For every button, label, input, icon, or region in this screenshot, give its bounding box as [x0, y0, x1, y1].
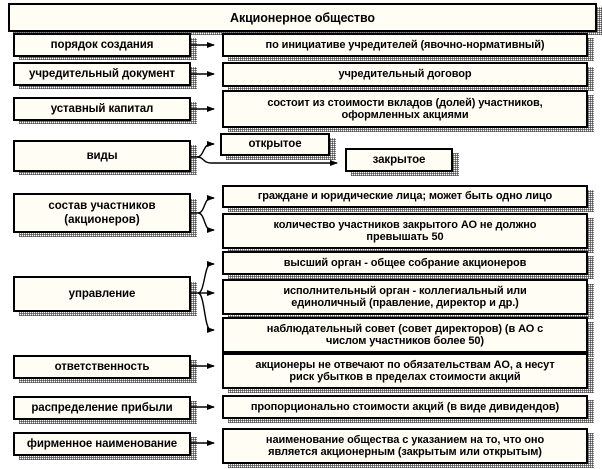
- label-box-uchreditelnyi-dokument[interactable]: учредительный документ: [13, 62, 191, 86]
- connector-5-a: [197, 195, 215, 214]
- desc-text-line2: является акционерным (закрытым или откры…: [268, 446, 542, 458]
- label-box-sostav-uchastnikov[interactable]: [13, 193, 191, 233]
- desc-box-nablyudatelnyi-sovet[interactable]: наблюдательный совет (совет директоров) …: [222, 317, 588, 353]
- desc-text: граждане и юридические лица; может быть …: [257, 190, 553, 203]
- desc-text: закрытое: [372, 153, 426, 166]
- desc-box-poryadok-sozdaniya[interactable]: по инициативе учредителей (явочно-нормат…: [222, 33, 588, 57]
- desc-text-line1: акционеры не отвечают по обязательствам …: [255, 358, 555, 371]
- connector-6-c: [197, 292, 215, 333]
- desc-box-otvetstvennost[interactable]: акционеры не отвечают по обязательствам …: [222, 353, 588, 389]
- desc-text: открытое: [248, 138, 302, 151]
- label-text: порядок создания: [50, 38, 154, 51]
- desc-box-zakrytoe[interactable]: закрытое: [345, 148, 453, 172]
- desc-box-raspredelenie-pribyli[interactable]: пропорционально стоимости акций (в виде …: [222, 395, 588, 419]
- connector-6-a: [197, 261, 215, 294]
- desc-text: учредительный договор: [338, 68, 472, 81]
- label-box-ustavnyi-kapital[interactable]: уставный капитал: [13, 97, 191, 121]
- desc-text-line2: числом участников более 50): [326, 335, 484, 347]
- diagram-title-box: Акционерное общество: [8, 3, 597, 32]
- label-text: учредительный документ: [29, 67, 175, 80]
- label-text: уставный капитал: [50, 102, 154, 115]
- desc-text-line1: исполнительный орган - коллегиальный или: [283, 284, 527, 297]
- desc-box-kolichestvo-uchastnikov[interactable]: количество участников закрытого АО не до…: [222, 213, 588, 249]
- diagram-title: Акционерное общество: [230, 10, 375, 25]
- connector-4-open: [196, 141, 215, 158]
- desc-text-line2: превышать 50: [366, 231, 444, 243]
- desc-text-line2: единоличный (правление, директор и др.): [291, 297, 519, 309]
- desc-text: пропорционально стоимости акций (в виде …: [250, 400, 560, 413]
- label-text: распределение прибыли: [31, 401, 173, 414]
- label-box-raspredelenie-pribyli[interactable]: распределение прибыли: [13, 396, 191, 420]
- label-text: виды: [86, 149, 118, 162]
- label-text: ответственность: [54, 360, 150, 373]
- desc-text-line2: оформленных акциями: [341, 109, 469, 121]
- desc-text: высший орган - общее собрание акционеров: [283, 256, 527, 269]
- desc-box-otkrytoe[interactable]: открытое: [220, 133, 330, 156]
- desc-text-line1: количество участников закрытого АО не до…: [273, 218, 537, 231]
- desc-text-line1: наблюдательный совет (совет директоров) …: [266, 322, 544, 335]
- desc-box-grazhdane-i-yuridicheskie-lica[interactable]: граждане и юридические лица; может быть …: [222, 185, 588, 208]
- desc-box-vysshii-organ[interactable]: высший орган - общее собрание акционеров: [222, 251, 588, 275]
- connector-5-b: [197, 212, 215, 233]
- desc-text-line1: наименование общества с указанием на то,…: [265, 433, 545, 446]
- label-box-otvetstvennost[interactable]: ответственность: [13, 355, 191, 379]
- label-text: управление: [68, 287, 136, 300]
- label-box-upravlenie[interactable]: управление: [13, 276, 191, 312]
- label-box-vidy[interactable]: виды: [13, 140, 191, 172]
- label-text: фирменное наименование: [26, 437, 178, 450]
- desc-box-ustavnyi-kapital[interactable]: состоит из стоимости вкладов (долей) уча…: [222, 90, 588, 128]
- desc-text: по инициативе учредителей (явочно-нормат…: [265, 38, 545, 51]
- desc-box-uchreditelnyi-dogovor[interactable]: учредительный договор: [222, 62, 588, 87]
- desc-text-line2: риск убытков в пределах стоимости акций: [289, 371, 521, 383]
- label-box-poryadok-sozdaniya[interactable]: порядок создания: [13, 33, 191, 57]
- desc-box-ispolnitelnyi-organ[interactable]: исполнительный орган - коллегиальный или…: [222, 279, 588, 315]
- label-box-firmennoe-naimenovanie[interactable]: фирменное наименование: [13, 432, 191, 456]
- desc-text-line1: состоит из стоимости вкладов (долей) уча…: [267, 96, 543, 109]
- desc-box-firmennoe-naimenovanie[interactable]: наименование общества с указанием на то,…: [222, 428, 588, 464]
